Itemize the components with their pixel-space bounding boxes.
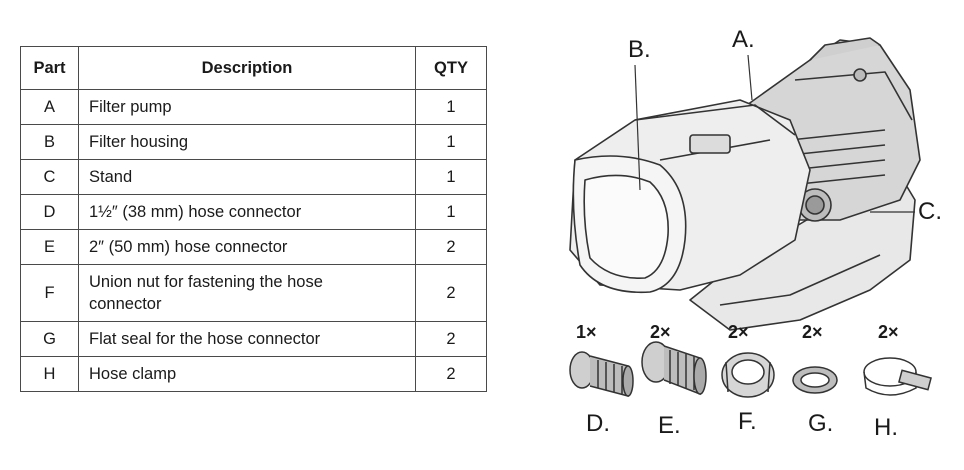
description-cell: Filter housing: [78, 124, 416, 160]
qty-cell: 1: [415, 124, 487, 160]
flat-seal-drawing: [792, 366, 838, 394]
accessory-qty-e: 2×: [650, 322, 671, 342]
union-nut-drawing: [721, 352, 775, 398]
table-row: F Union nut for fastening the hose conne…: [20, 264, 487, 322]
qty-cell: 2: [415, 264, 487, 322]
callout-e: E.: [658, 412, 681, 439]
description-cell: Stand: [78, 159, 416, 195]
accessory-qty-f: 2×: [728, 322, 749, 342]
table-row: H Hose clamp 2: [20, 356, 487, 392]
pump-drawing: [569, 37, 932, 398]
description-cell: 1½″ (38 mm) hose connector: [78, 194, 416, 230]
part-cell: F: [20, 264, 79, 322]
header-part: Part: [20, 46, 79, 90]
part-cell: B: [20, 124, 79, 160]
part-cell: G: [20, 321, 79, 357]
table-header-row: Part Description QTY: [20, 46, 487, 90]
connector-e-drawing: [641, 341, 707, 396]
part-cell: D: [20, 194, 79, 230]
accessory-qty-g: 2×: [802, 322, 823, 342]
part-cell: E: [20, 229, 79, 265]
accessory-qty-h: 2×: [878, 322, 899, 342]
description-cell: Filter pump: [78, 89, 416, 125]
description-cell: 2″ (50 mm) hose connector: [78, 229, 416, 265]
table-row: G Flat seal for the hose connector 2: [20, 321, 487, 357]
table-row: E 2″ (50 mm) hose connector 2: [20, 229, 487, 265]
qty-cell: 1: [415, 89, 487, 125]
callout-c: C.: [918, 198, 942, 225]
part-cell: H: [20, 356, 79, 392]
connector-d-drawing: [569, 351, 634, 397]
callout-f: F.: [738, 408, 757, 435]
qty-cell: 2: [415, 229, 487, 265]
callout-h: H.: [874, 414, 898, 441]
hose-clamp-drawing: [863, 357, 932, 396]
qty-cell: 1: [415, 194, 487, 230]
table-row: A Filter pump 1: [20, 89, 487, 125]
qty-cell: 2: [415, 321, 487, 357]
callout-g: G.: [808, 410, 834, 437]
part-cell: A: [20, 89, 79, 125]
table-row: C Stand 1: [20, 159, 487, 195]
table-row: D 1½″ (38 mm) hose connector 1: [20, 194, 487, 230]
header-description: Description: [78, 46, 416, 90]
qty-cell: 2: [415, 356, 487, 392]
parts-table: Part Description QTY A Filter pump 1 B F…: [20, 46, 487, 392]
part-cell: C: [20, 159, 79, 195]
table-row: B Filter housing 1: [20, 124, 487, 160]
callout-a: A.: [732, 26, 755, 53]
qty-cell: 1: [415, 159, 487, 195]
callout-d: D.: [586, 410, 610, 437]
accessory-qty-d: 1×: [576, 322, 597, 342]
description-cell: Hose clamp: [78, 356, 416, 392]
description-cell: Flat seal for the hose connector: [78, 321, 416, 357]
header-qty: QTY: [415, 46, 487, 90]
callout-b: B.: [628, 36, 651, 63]
description-cell: Union nut for fastening the hose connect…: [78, 264, 416, 322]
description-line-1: Union nut for fastening the hose: [89, 272, 323, 291]
product-illustration: B. A. C. 1× 2× 2× 2× 2× D. E. F. G. H.: [540, 0, 964, 470]
description-line-2: connector: [89, 295, 162, 313]
